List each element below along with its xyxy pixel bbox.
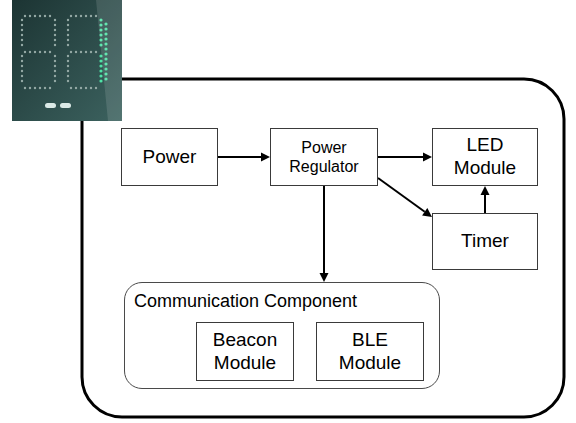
- module-box: Beacon Module: [196, 322, 294, 381]
- device-housing: [82, 79, 564, 417]
- box-label: BLE Module: [323, 329, 417, 375]
- connector-arrow: [218, 153, 270, 162]
- connector-line: [323, 186, 325, 273]
- arrow-head: [320, 273, 329, 282]
- box-label: Power Regulator: [277, 138, 371, 176]
- box-label: LED Module: [439, 134, 531, 180]
- module-box: BLE Module: [316, 322, 424, 381]
- left-digit: [22, 16, 55, 88]
- indicator-light: [60, 103, 71, 108]
- box-label: Power: [143, 146, 197, 169]
- arrow-head: [481, 186, 490, 195]
- arrow-head: [261, 153, 270, 162]
- connector-arrow: [481, 186, 490, 213]
- arrow-head: [423, 153, 432, 162]
- led-dots: [22, 16, 97, 88]
- connector-line: [218, 156, 261, 158]
- indicator-light: [45, 103, 56, 108]
- process-box: Power: [121, 128, 218, 186]
- connector-line: [378, 178, 425, 212]
- connector-line: [484, 195, 486, 213]
- process-box: Power Regulator: [270, 128, 378, 186]
- glare: [96, 0, 122, 121]
- group-box: Communication ComponentBeacon Module BLE …: [124, 282, 440, 389]
- process-box: LED Module: [432, 128, 538, 186]
- box-label: Beacon Module: [203, 329, 287, 375]
- box-label: Timer: [461, 230, 509, 253]
- connector-line: [378, 156, 423, 158]
- photo-background: [12, 0, 122, 121]
- led-photo: [12, 0, 122, 121]
- right-digit: [68, 16, 97, 88]
- arrow-head: [422, 208, 432, 217]
- group-heading: Communication Component: [134, 291, 430, 313]
- connector-arrow: [320, 186, 329, 282]
- connector-arrow: [378, 153, 432, 162]
- connector-arrow: [378, 178, 432, 217]
- process-box: Timer: [432, 213, 538, 270]
